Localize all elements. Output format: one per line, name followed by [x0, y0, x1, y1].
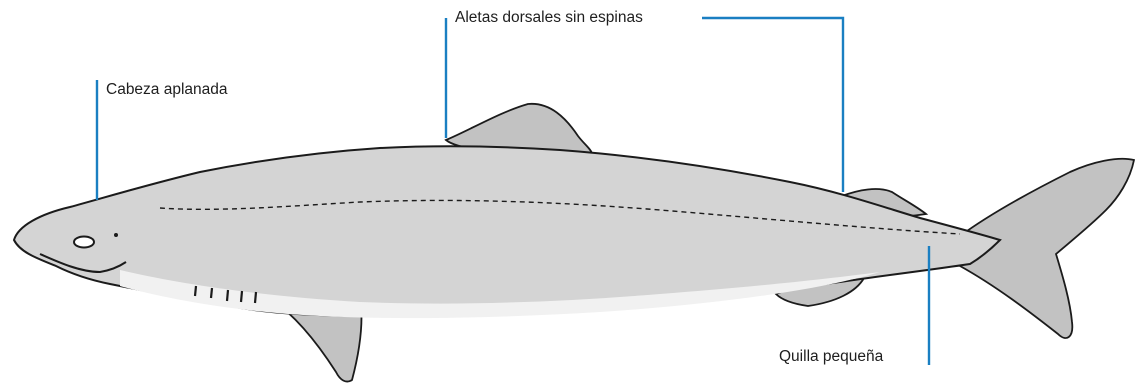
gill-slit: [255, 292, 256, 303]
gill-slit: [195, 286, 196, 296]
eye: [74, 237, 94, 248]
gill-slit: [241, 291, 242, 302]
spiracle: [114, 233, 118, 237]
shark-illustration: [14, 104, 1134, 382]
gill-slit: [211, 288, 212, 298]
label-dorsal-fins: Aletas dorsales sin espinas: [455, 9, 647, 27]
label-keel: Quilla pequeña: [779, 348, 883, 366]
label-head: Cabeza aplanada: [106, 81, 228, 99]
gill-slit: [227, 290, 228, 301]
